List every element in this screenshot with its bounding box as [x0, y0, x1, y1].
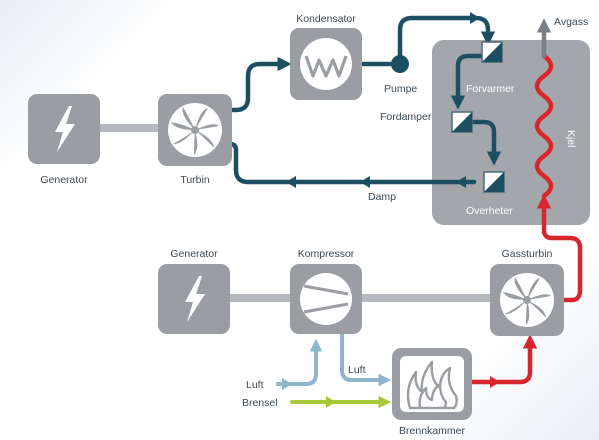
diagonal-split-icon [482, 42, 502, 62]
pipe-fordamper-to-overheter [471, 119, 502, 166]
forvarmer-exchanger [481, 41, 503, 63]
fordamper-label: Fordamper [380, 111, 432, 123]
avgass-label: Avgass [554, 16, 588, 28]
air-arrow [282, 378, 292, 390]
brensel-label: Brensel [242, 397, 278, 409]
brennkammer [392, 348, 472, 420]
fordamper-exchanger [451, 111, 473, 133]
generator-bottom [158, 264, 230, 334]
generator-top [28, 94, 100, 164]
exhaust-brennkammer-to-gassturbin [469, 334, 538, 385]
flame-icon [406, 360, 458, 410]
pumpe-icon [391, 55, 409, 73]
labels: Kondensator Pumpe Forvarmer Fordamper Ov… [40, 13, 588, 437]
lightning-bolt-icon [185, 276, 205, 322]
pumpe-arrow [470, 12, 480, 24]
luft-inlet-label: Luft [246, 379, 264, 391]
luft-mid-label: Luft [348, 364, 366, 376]
diagonal-split-icon [484, 172, 504, 192]
kondensator [290, 28, 362, 100]
overheter-label: Overheter [466, 205, 513, 217]
forvarmer-label: Forvarmer [466, 83, 515, 95]
exhaust-wave [534, 53, 554, 199]
fan-icon [171, 107, 219, 155]
air-to-brennkammer-path [340, 332, 392, 387]
coil-icon [304, 55, 348, 78]
air-inlet-path [276, 338, 323, 386]
shafts [98, 124, 492, 302]
kjel-label: Kjel [565, 130, 577, 148]
steam-arrows [286, 12, 480, 188]
pipe-turbin-to-kondensator [229, 56, 292, 113]
air-fuel-paths [276, 332, 392, 409]
overheter-exchanger [483, 171, 505, 193]
pipe-pumpe-to-forvarmer [397, 15, 496, 65]
kompressor [290, 264, 362, 334]
fuel-arrow [326, 396, 336, 408]
boiler-kjel: Kjel [432, 40, 590, 225]
exhaust-path [469, 18, 583, 385]
damp-arrow-3 [286, 176, 296, 188]
brennkammer-label: Brennkammer [399, 425, 465, 437]
gassturbin [490, 264, 564, 336]
compressor-icon [303, 284, 349, 314]
turbin-label: Turbin [180, 174, 210, 186]
gassturbin-label: Gassturbin [502, 248, 553, 260]
turbin [158, 94, 232, 166]
pipe-forvarmer-to-fordamper [450, 53, 485, 110]
fan-icon [503, 277, 551, 325]
generator-top-label: Generator [40, 174, 88, 186]
steam-pipes [227, 15, 502, 185]
kondensator-label: Kondensator [296, 13, 356, 25]
lightning-bolt-icon [55, 106, 75, 152]
diagonal-split-icon [452, 112, 472, 132]
damp-arrow-2 [360, 176, 370, 188]
generator-bottom-label: Generator [170, 248, 218, 260]
exhaust-mid-arrow [490, 376, 500, 388]
kompressor-label: Kompressor [298, 248, 355, 260]
exhaust-gassturbin-to-kjel [536, 194, 583, 303]
pipe-damp-return [227, 141, 477, 185]
damp-label: Damp [368, 191, 396, 203]
damp-arrow-1 [456, 176, 466, 188]
pumpe-label: Pumpe [384, 83, 417, 95]
